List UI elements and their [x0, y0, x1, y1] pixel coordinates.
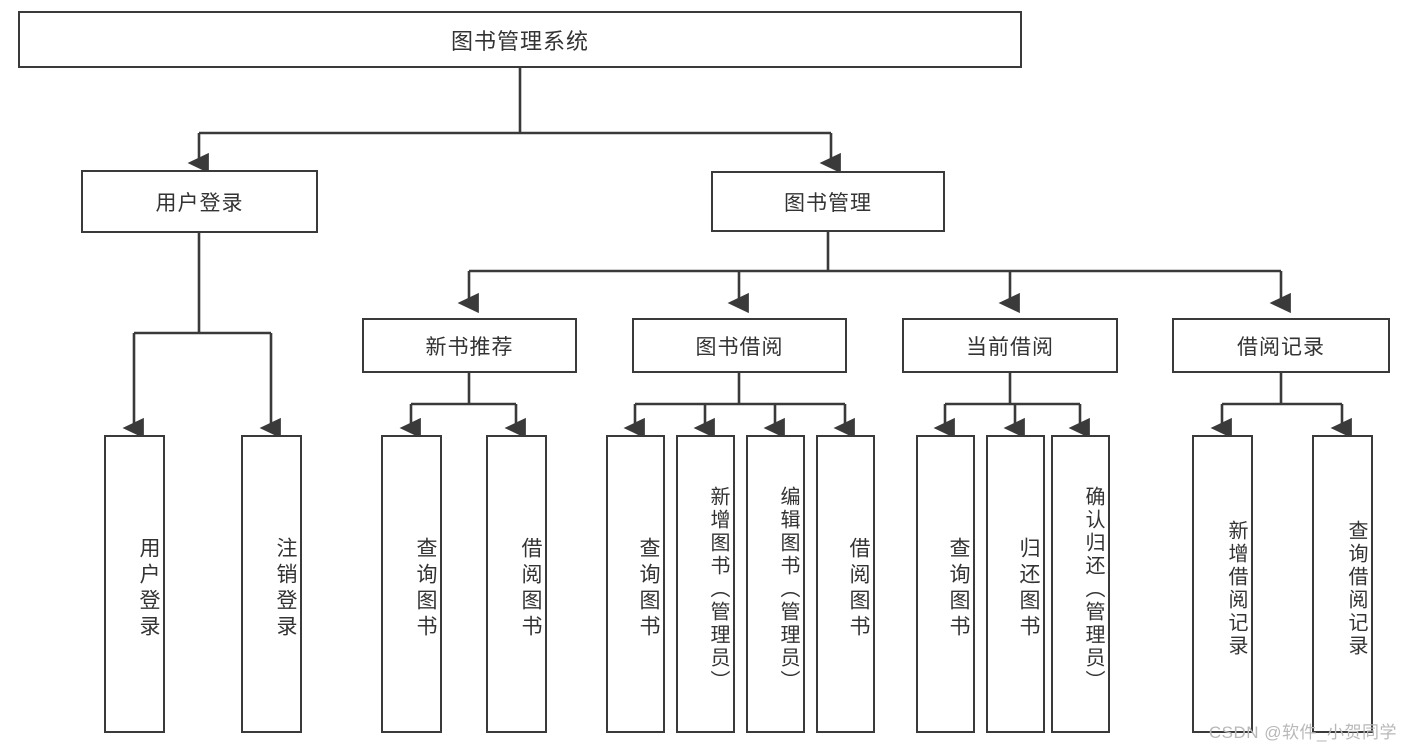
node-leaf-user-logout[interactable]: 注销登录 [241, 435, 302, 733]
node-leaf-query-book-current[interactable]: 查询图书 [916, 435, 975, 733]
node-leaf-query-book-recommend[interactable]: 查询图书 [381, 435, 442, 733]
node-user-login[interactable]: 用户登录 [81, 170, 318, 233]
node-label: 用户登录 [137, 537, 160, 641]
node-label: 确认归还（管理员） [1082, 485, 1104, 693]
node-leaf-user-login[interactable]: 用户登录 [104, 435, 165, 733]
node-book-management[interactable]: 图书管理 [711, 171, 945, 232]
node-leaf-add-borrow-record[interactable]: 新增借阅记录 [1192, 435, 1253, 733]
node-current-borrow[interactable]: 当前借阅 [902, 318, 1118, 373]
node-label: 查询图书 [947, 537, 970, 641]
node-leaf-borrow-book-borrow[interactable]: 借阅图书 [816, 435, 875, 733]
node-label: 新增借阅记录 [1225, 520, 1247, 658]
node-label: 图书管理 [784, 191, 872, 215]
node-leaf-query-borrow-record[interactable]: 查询借阅记录 [1312, 435, 1373, 733]
node-leaf-add-book-admin[interactable]: 新增图书（管理员） [676, 435, 735, 733]
node-leaf-return-book[interactable]: 归还图书 [986, 435, 1045, 733]
node-label: 编辑图书（管理员） [777, 485, 799, 693]
node-label: 查询图书 [637, 537, 660, 641]
node-leaf-query-book-borrow[interactable]: 查询图书 [606, 435, 665, 733]
node-label: 用户登录 [155, 191, 244, 215]
node-label: 查询图书 [414, 537, 437, 641]
node-new-book-recommend[interactable]: 新书推荐 [362, 318, 577, 373]
node-label: 借阅图书 [847, 537, 870, 641]
node-label: 借阅记录 [1237, 335, 1325, 359]
node-label: 归还图书 [1017, 537, 1040, 641]
node-book-borrow[interactable]: 图书借阅 [632, 318, 847, 373]
watermark-text: CSDN @软件_小贺同学 [1208, 723, 1397, 742]
node-label: 注销登录 [274, 537, 297, 641]
node-label: 借阅图书 [519, 537, 542, 641]
node-leaf-borrow-book-recommend[interactable]: 借阅图书 [486, 435, 547, 733]
node-leaf-confirm-return-admin[interactable]: 确认归还（管理员） [1051, 435, 1110, 733]
node-label: 当前借阅 [966, 335, 1054, 359]
node-label: 图书借阅 [695, 335, 784, 359]
node-root-book-management-system[interactable]: 图书管理系统 [18, 11, 1022, 68]
node-label: 新书推荐 [425, 335, 514, 359]
node-borrow-record[interactable]: 借阅记录 [1172, 318, 1390, 373]
node-label: 新增图书（管理员） [707, 485, 729, 693]
node-leaf-edit-book-admin[interactable]: 编辑图书（管理员） [746, 435, 805, 733]
node-label: 图书管理系统 [450, 28, 589, 54]
node-label: 查询借阅记录 [1345, 520, 1367, 658]
